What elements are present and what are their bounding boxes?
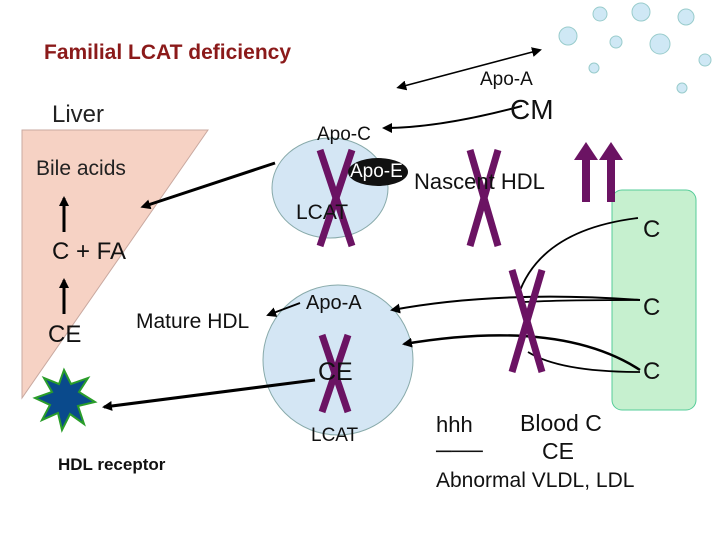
apo-e-label: Apo-E (350, 161, 403, 182)
ce-mid-label: CE (318, 358, 353, 386)
bile-acids-label: Bile acids (36, 157, 126, 180)
efflux-curves (390, 217, 641, 373)
ce-right-label: CE (542, 438, 574, 464)
decrease-symbols: ─── (436, 438, 483, 463)
lcat-lower-label: LCAT (311, 425, 359, 446)
lcat-upper-label: LCAT (296, 201, 349, 224)
apo-a-top-label: Apo-A (480, 69, 533, 90)
double-up-arrows (574, 142, 623, 202)
nascent-hdl-label: Nascent HDL (414, 169, 545, 194)
hdl-receptor-label: HDL receptor (58, 455, 166, 474)
cell-c-label-1: C (643, 216, 661, 243)
increase-symbols: hhh (436, 412, 473, 437)
block-cross-efflux (508, 269, 546, 373)
bile-acids-arrow (140, 161, 276, 210)
mature-hdl-arrow (266, 302, 301, 317)
receptor-arrow (102, 378, 316, 411)
apo-e-badge (348, 158, 408, 186)
block-cross-ce (318, 333, 352, 414)
block-cross-upper (316, 148, 356, 248)
apo-c-arrow (382, 105, 523, 133)
c-fa-label: C + FA (52, 238, 127, 265)
decorative-bubbles (558, 2, 712, 94)
cell-c-label-2: C (643, 294, 661, 321)
mature-hdl-label: Mature HDL (136, 310, 250, 333)
apo-a-mid-label: Apo-A (306, 292, 362, 314)
apo-c-label: Apo-C (317, 124, 371, 145)
blood-c-label: Blood C (520, 410, 602, 436)
ce-left-label: CE (48, 321, 82, 348)
liver-label: Liver (52, 101, 105, 128)
cell-c-label-3: C (643, 358, 661, 385)
abnormal-lipoproteins-label: Abnormal VLDL, LDL (436, 469, 635, 492)
block-cross-nascent (466, 149, 502, 247)
apo-a-exchange-arrow (396, 47, 542, 91)
page-title: Familial LCAT deficiency (44, 41, 292, 64)
hdl-receptor-star (32, 367, 98, 433)
cm-label: CM (510, 94, 554, 125)
